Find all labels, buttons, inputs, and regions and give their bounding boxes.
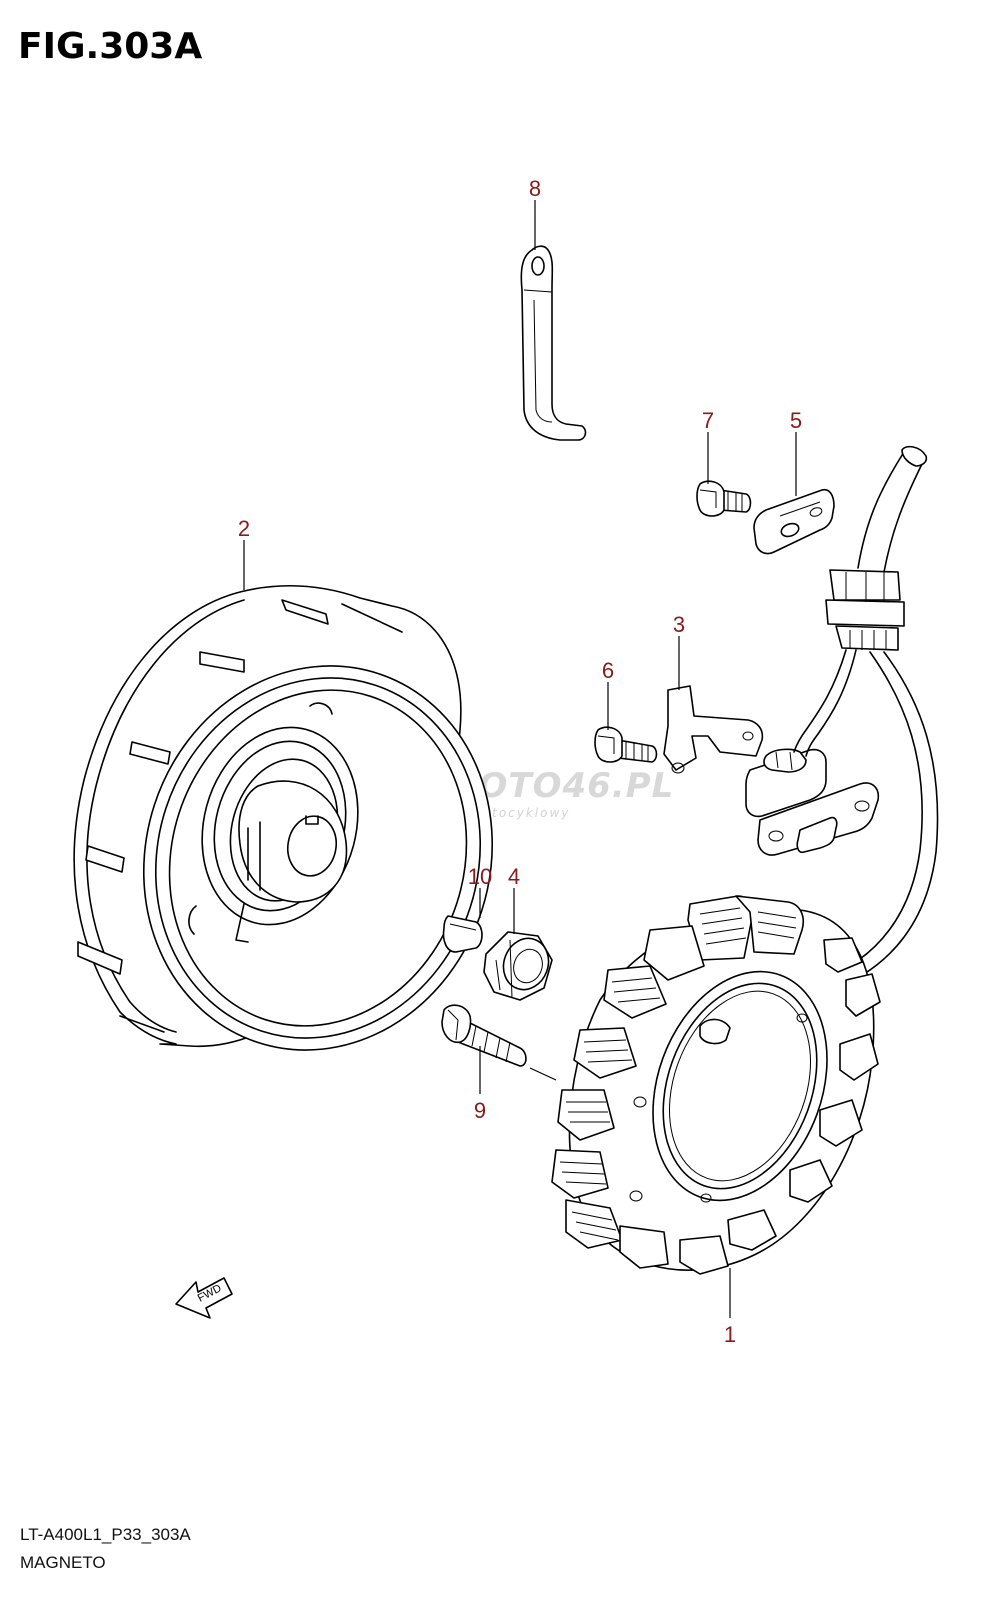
- callout-3: 3: [673, 612, 685, 637]
- callout-1: 1: [724, 1322, 736, 1347]
- part-6-bolt: [594, 726, 658, 763]
- callout-10: 10: [468, 864, 492, 889]
- leader-lines: [243, 200, 797, 1318]
- part-7-bolt: [696, 480, 752, 517]
- callout-5: 5: [790, 408, 802, 433]
- wiring-harness: [717, 445, 939, 1047]
- part-1-stator: [551, 895, 881, 1275]
- forward-arrow-icon: FWD: [175, 1277, 233, 1319]
- figure-caption: MAGNETO: [20, 1553, 106, 1572]
- part-8-clamp: [520, 245, 587, 441]
- part-5-plate: [753, 488, 835, 555]
- part-9-bolt: [441, 1004, 527, 1067]
- part-2-rotor: [73, 584, 494, 1051]
- part-10-key: [442, 915, 483, 953]
- callout-2: 2: [238, 516, 250, 541]
- callout-4: 4: [508, 864, 520, 889]
- part-4-nut: [483, 931, 553, 1001]
- figure-code: LT-A400L1_P33_303A: [20, 1525, 191, 1544]
- callout-9: 9: [474, 1098, 486, 1123]
- part-3-pickup-coil: [663, 685, 880, 856]
- figure-title: FIG.303A: [18, 26, 202, 67]
- callout-7: 7: [702, 408, 714, 433]
- callout-8: 8: [529, 176, 541, 201]
- callouts: 8 7 5 3 6 2 10 4 9 1: [238, 176, 802, 1347]
- callout-6: 6: [602, 658, 614, 683]
